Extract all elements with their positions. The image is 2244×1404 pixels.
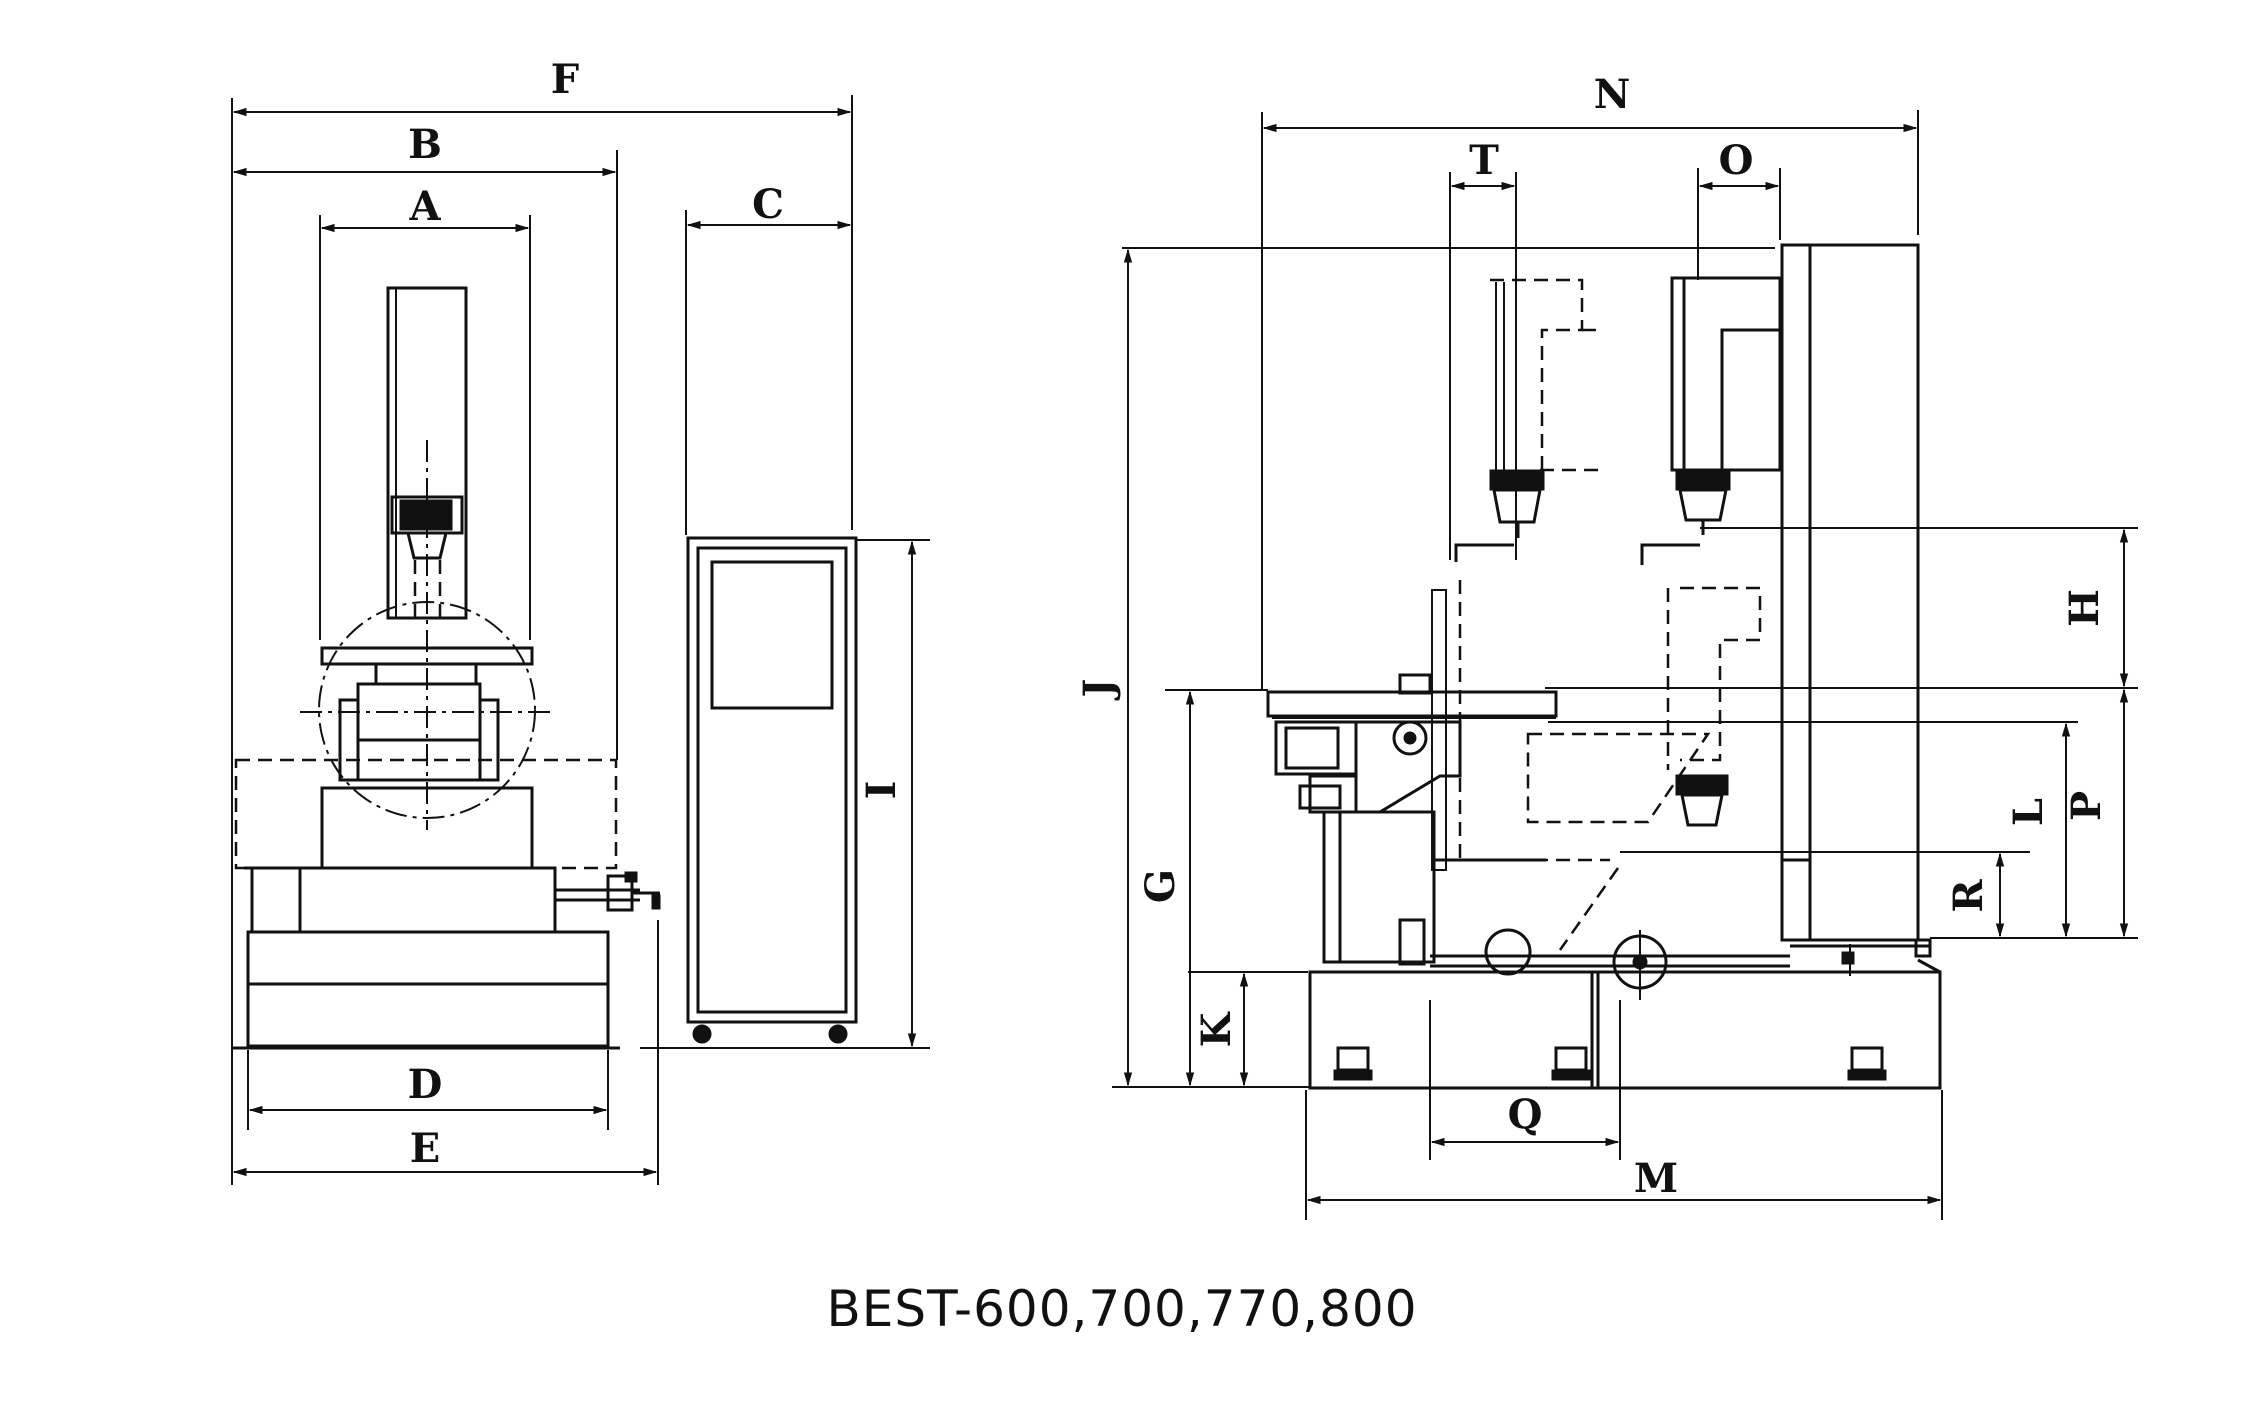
label-T: T (1469, 137, 1499, 184)
side-tool-dashed (1454, 543, 1514, 562)
label-D: D (408, 1061, 443, 1108)
label-E: E (410, 1125, 441, 1172)
front-view: F B A C I D E (231, 56, 930, 1185)
side-machine (1266, 243, 1942, 1090)
side-base (1308, 970, 1942, 1090)
front-head-column (386, 286, 468, 620)
front-travel-envelope (234, 758, 618, 870)
label-R: R (1945, 879, 1992, 913)
label-N: N (1594, 71, 1631, 118)
cabinet-caster-left (692, 1024, 712, 1044)
side-extension-lines (1112, 110, 2138, 1220)
label-P: P (2063, 791, 2110, 821)
front-rotary-body (356, 682, 482, 782)
front-dimension-lines (232, 107, 917, 1177)
front-rotary-zone (318, 601, 536, 819)
side-dimension-lines (1123, 123, 2129, 1205)
label-M: M (1634, 1155, 1678, 1202)
label-J: J (1075, 679, 1122, 701)
label-L: L (2005, 798, 2052, 826)
label-G: G (1137, 869, 1184, 903)
front-base (246, 982, 610, 1048)
control-cabinet (686, 536, 858, 1044)
label-H: H (2061, 589, 2108, 627)
front-machine (232, 286, 661, 1050)
side-head-dashed-lower (1680, 586, 1762, 762)
side-table (1266, 690, 1558, 718)
front-knee (298, 866, 557, 934)
side-knee (1322, 810, 1436, 964)
side-column (1780, 243, 1920, 942)
model-caption: BEST-600,700,770,800 (826, 1280, 1418, 1338)
label-F: F (551, 56, 579, 103)
side-leveling-feet (1333, 1046, 1887, 1081)
label-A: A (408, 183, 441, 230)
front-extension-lines (231, 95, 930, 1185)
side-tool-upper (1640, 543, 1700, 565)
label-Q: Q (1508, 1091, 1543, 1138)
front-base-upper (246, 930, 610, 986)
label-O: O (1719, 137, 1754, 184)
side-spindle-dashed (1489, 469, 1545, 491)
label-C: C (752, 181, 784, 228)
side-spindle-upper (1675, 469, 1731, 491)
side-view: N T O J H G L P R K Q M (1075, 71, 2138, 1220)
label-I: I (858, 781, 905, 800)
cabinet-screen (710, 560, 834, 710)
label-B: B (408, 121, 442, 168)
cabinet-caster-right (828, 1024, 848, 1044)
label-K: K (1193, 1011, 1240, 1047)
side-head-upper (1670, 276, 1782, 472)
